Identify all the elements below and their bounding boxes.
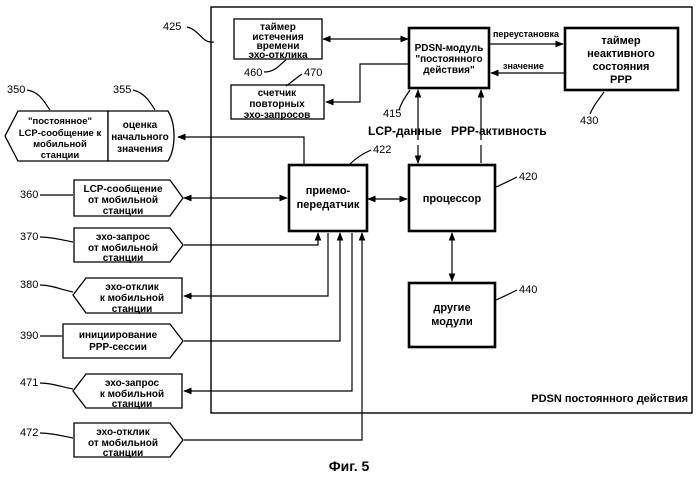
- svg-text:станции: станции: [103, 448, 144, 459]
- link-380: [184, 233, 328, 296]
- processor-block: процессор: [409, 165, 495, 231]
- svg-text:LCP-сообщение к: LCP-сообщение к: [19, 128, 102, 139]
- svg-text:станции: станции: [41, 150, 80, 161]
- ref-370: 370: [20, 231, 38, 243]
- svg-text:оценка: оценка: [123, 120, 158, 131]
- ref-425: 425: [163, 21, 181, 33]
- link-390: [184, 233, 340, 341]
- svg-text:станции: станции: [103, 253, 144, 264]
- svg-text:эхо-отклика: эхо-отклика: [248, 50, 308, 61]
- message-471: эхо-запрос к мобильной станции: [73, 374, 182, 410]
- svg-text:значения: значения: [117, 144, 163, 155]
- svg-text:действия": действия": [423, 65, 475, 76]
- svg-text:счетчик: счетчик: [258, 88, 297, 99]
- ref-440: 440: [519, 284, 537, 296]
- svg-text:PDSN-модуль: PDSN-модуль: [415, 43, 484, 54]
- svg-text:мобильной: мобильной: [33, 139, 87, 150]
- link-471: [184, 233, 352, 391]
- timer-ppp-block: таймер неактивного состояния PPP: [565, 28, 678, 90]
- timer-echo-block: таймер истечения времени эхо-отклика: [234, 19, 322, 61]
- ref-430: 430: [580, 115, 598, 127]
- svg-text:эхо-запрос: эхо-запрос: [96, 232, 151, 243]
- svg-text:станции: станции: [103, 206, 144, 217]
- svg-text:"постоянного: "постоянного: [415, 54, 482, 65]
- ppp-activity-label: PPP-активность: [451, 124, 547, 138]
- ref-350: 350: [7, 84, 25, 96]
- ref-420: 420: [519, 171, 537, 183]
- link-370: [184, 233, 318, 245]
- ref-355: 355: [113, 84, 131, 96]
- svg-text:состояния: состояния: [593, 61, 650, 73]
- svg-text:начального: начального: [111, 132, 169, 143]
- svg-text:от мобильной: от мобильной: [88, 194, 158, 206]
- ref-360: 360: [20, 189, 38, 201]
- ref-390: 390: [20, 330, 38, 342]
- ref-471: 471: [20, 377, 38, 389]
- svg-text:инициирование: инициирование: [79, 330, 158, 341]
- svg-text:LCP-сообщение: LCP-сообщение: [83, 183, 162, 195]
- svg-text:передатчик: передатчик: [297, 199, 360, 211]
- message-370: эхо-запрос от мобильной станции: [74, 228, 183, 264]
- reset-label: переустановка: [493, 29, 560, 39]
- svg-text:приемо-: приемо-: [306, 185, 351, 197]
- message-350: "постоянное" LCP-сообщение к мобильной с…: [5, 111, 108, 161]
- svg-text:станции: станции: [112, 304, 153, 315]
- svg-text:PPP-сессии: PPP-сессии: [89, 342, 147, 353]
- figure-caption: Фиг. 5: [329, 458, 370, 474]
- echo-counter-block: счетчик повторных эхо-запросов: [231, 85, 324, 121]
- ref-460: 460: [244, 67, 262, 79]
- pdsn-region-label: PDSN постоянного действия: [531, 393, 688, 405]
- svg-text:эхо-запрос: эхо-запрос: [105, 378, 160, 389]
- message-380: эхо-отклик к мобильной станции: [73, 278, 182, 315]
- message-390: инициирование PPP-сессии: [63, 324, 183, 358]
- counter-link: [326, 64, 408, 102]
- transceiver-block: приемо- передатчик: [289, 165, 367, 231]
- pdsn-module-block: PDSN-модуль "постоянного действия": [409, 28, 489, 88]
- svg-text:эхо-запросов: эхо-запросов: [244, 110, 310, 121]
- ref-422: 422: [373, 144, 391, 156]
- other-modules-block: другие модули: [409, 283, 495, 347]
- message-360: LCP-сообщение от мобильной станции: [74, 180, 183, 217]
- ref-472: 472: [20, 427, 38, 439]
- svg-text:PPP: PPP: [610, 74, 632, 86]
- svg-text:таймер: таймер: [601, 35, 641, 47]
- message-355: оценка начального значения: [108, 111, 174, 161]
- value-label: значение: [503, 61, 544, 71]
- svg-text:процессор: процессор: [423, 193, 482, 205]
- svg-text:"постоянное": "постоянное": [28, 116, 92, 127]
- ref-470: 470: [304, 67, 322, 79]
- lcp-data-label: LCP-данные: [368, 124, 442, 138]
- svg-text:к мобильной: к мобильной: [100, 292, 164, 304]
- svg-text:другие: другие: [433, 302, 470, 314]
- svg-text:неактивного: неактивного: [587, 48, 655, 60]
- svg-text:модули: модули: [431, 316, 472, 328]
- svg-text:повторных: повторных: [249, 99, 305, 110]
- svg-text:станции: станции: [112, 399, 153, 410]
- ref-380: 380: [20, 279, 38, 291]
- svg-text:эхо-отклик: эхо-отклик: [96, 427, 151, 438]
- svg-text:эхо-отклик: эхо-отклик: [105, 282, 160, 293]
- message-472: эхо-отклик от мобильной станции: [74, 423, 183, 459]
- link-350: [178, 137, 304, 165]
